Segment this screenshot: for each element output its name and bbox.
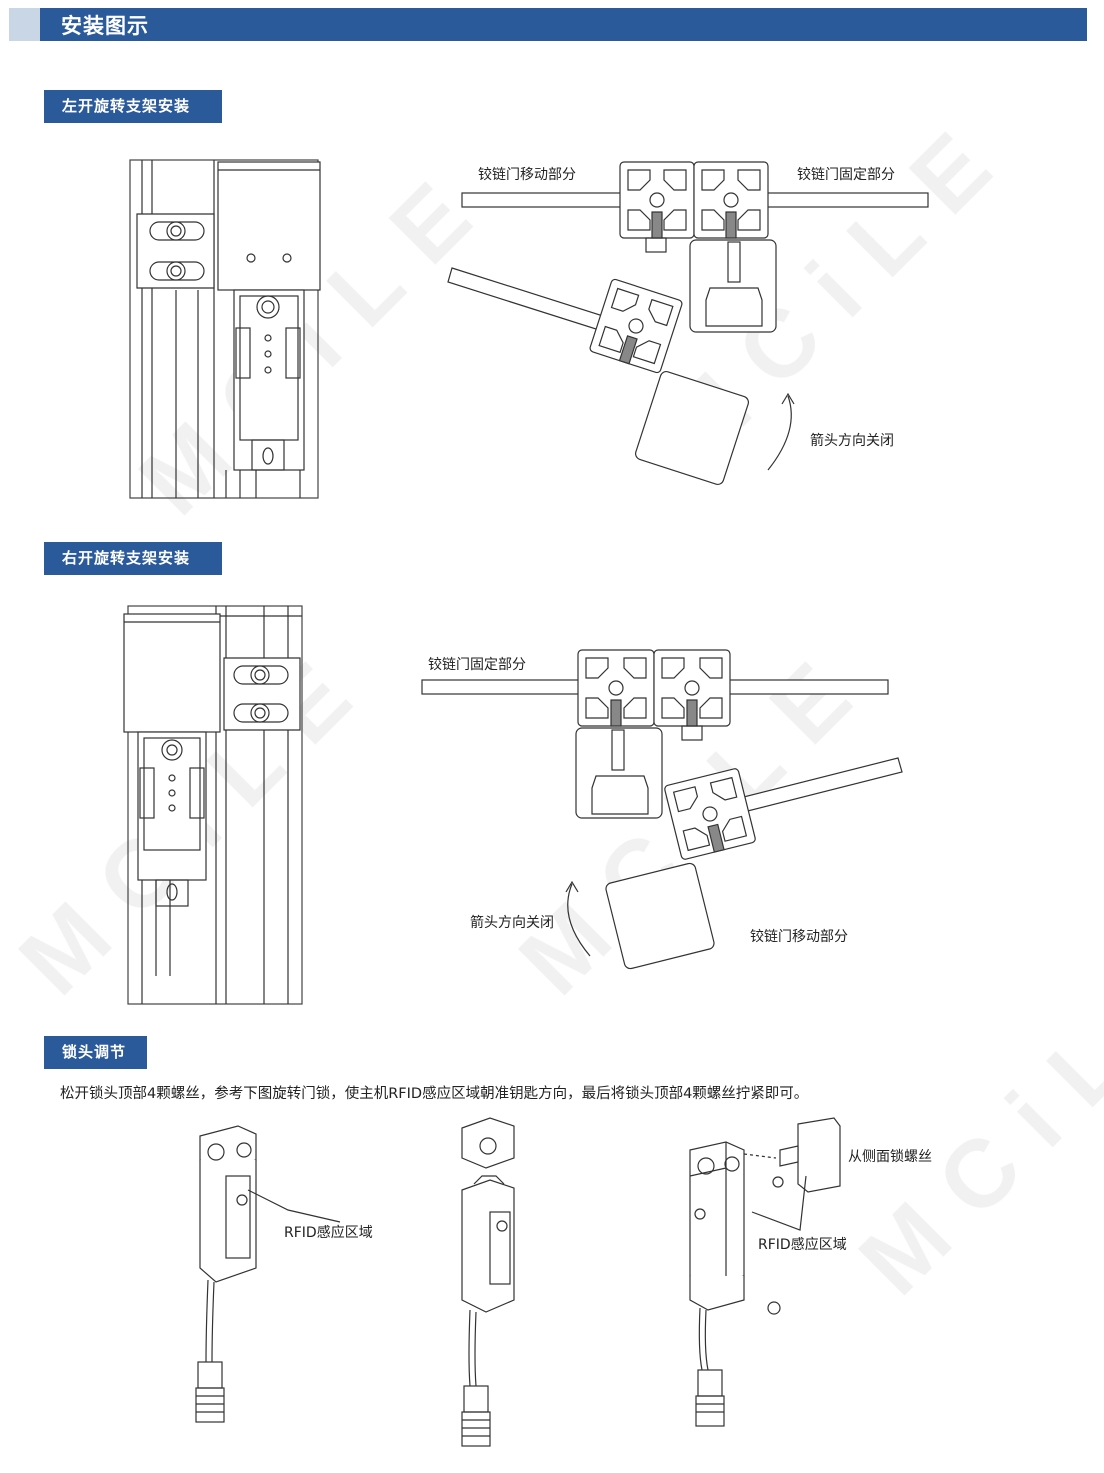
section-title-lock: 锁头调节 — [44, 1036, 147, 1069]
side-lock-screw-label: 从侧面锁螺丝 — [848, 1149, 932, 1165]
right-front-view — [123, 605, 303, 1005]
profile-fixed-left — [693, 161, 769, 239]
section-title-left: 左开旋转支架安装 — [44, 90, 222, 123]
left-moving-part-label: 铰链门移动部分 — [478, 167, 576, 183]
left-arrow-close-label: 箭头方向关闭 — [810, 433, 894, 449]
left-top-view — [447, 161, 929, 486]
left-fixed-part-label: 铰链门固定部分 — [797, 167, 895, 183]
left-front-view — [129, 159, 321, 499]
profile-moving-right — [653, 649, 731, 727]
profile-fixed-right — [577, 649, 655, 727]
lock-view-3 — [689, 1117, 841, 1427]
section-title-right: 右开旋转支架安装 — [44, 542, 222, 575]
lock-instruction: 松开锁头顶部4颗螺丝，参考下图旋转门锁，使主机RFID感应区域朝准钥匙方向，最后… — [60, 1086, 809, 1102]
lock-view-2 — [461, 1117, 515, 1447]
right-moving-part-label: 铰链门移动部分 — [750, 929, 848, 945]
header-accent — [9, 8, 40, 41]
profile-moving-left — [619, 161, 695, 239]
right-top-view — [421, 649, 903, 970]
rfid-area-label-2: RFID感应区域 — [758, 1237, 847, 1253]
rfid-area-label-1: RFID感应区域 — [284, 1225, 373, 1241]
page-title: 安装图示 — [61, 14, 149, 38]
right-arrow-close-label: 箭头方向关闭 — [470, 915, 554, 931]
right-fixed-part-label: 铰链门固定部分 — [428, 657, 526, 673]
lock-view-1 — [195, 1125, 341, 1423]
page-header: 安装图示 — [9, 8, 1087, 41]
